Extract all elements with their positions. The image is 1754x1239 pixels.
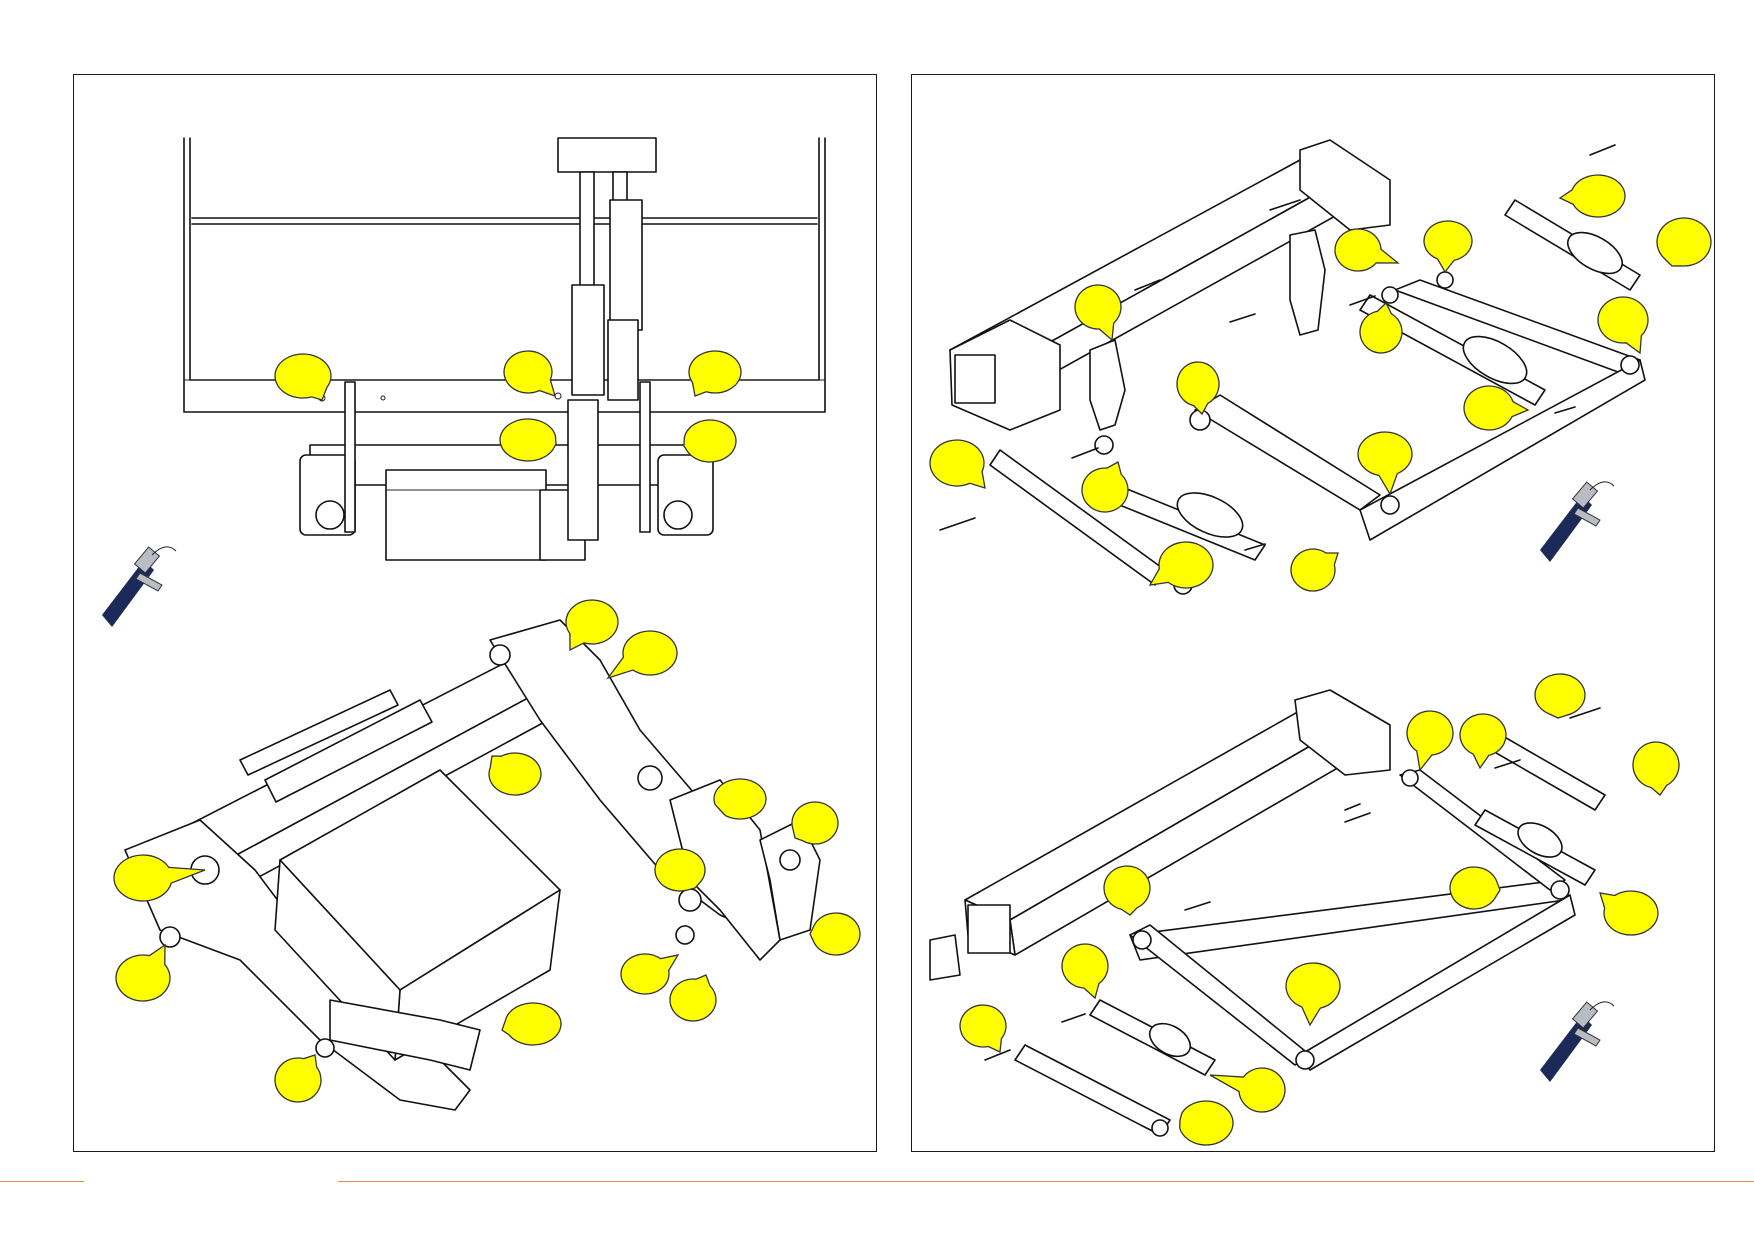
callout-bubble: [1423, 220, 1473, 274]
callout-bubble: [274, 1054, 322, 1103]
callout-bubble: [654, 848, 706, 892]
callout-bubble: [1406, 710, 1454, 772]
callout-bubble: [1632, 741, 1680, 796]
callout-bubble: [1558, 174, 1626, 218]
callout-bubble: [115, 943, 171, 1002]
callout-bubble: [1103, 865, 1151, 916]
exploded-view-upper: [939, 139, 1646, 595]
callout-bubble: [1449, 866, 1501, 910]
front-view-loader-frame: [183, 137, 826, 561]
callout-bubble: [1599, 890, 1659, 936]
callout-bubble: [606, 630, 678, 680]
callout-bubble: [1176, 361, 1220, 416]
callout-bubble: [1209, 1067, 1286, 1113]
callout-bubble: [620, 953, 680, 995]
callout-bubble: [1179, 1100, 1234, 1146]
callout-bubble: [1334, 228, 1400, 272]
footer-rule-left: [0, 1181, 84, 1182]
callout-bubble: [669, 974, 717, 1022]
grease-gun-icon: [1540, 1001, 1615, 1082]
callout-bubble: [959, 1004, 1007, 1053]
callout-bubble: [565, 599, 619, 652]
grease-gun-icon: [102, 546, 177, 627]
callout-bubble: [503, 350, 556, 398]
callout-bubble: [1463, 385, 1530, 431]
callout-bubble: [1290, 548, 1339, 592]
callout-bubble: [501, 1002, 562, 1046]
callout-bubble: [1061, 943, 1109, 1000]
callout-bubble: [1534, 673, 1586, 719]
exploded-view-lower: [929, 689, 1606, 1137]
footer-rule-right: [338, 1181, 1754, 1182]
callout-bubble: [809, 912, 861, 956]
callout-bubble: [1285, 962, 1341, 1027]
callout-bubble: [713, 778, 767, 820]
callout-bubble: [683, 419, 737, 463]
grease-gun-icon: [1540, 481, 1615, 562]
callout-bubble: [1081, 461, 1129, 513]
callout-bubble: [929, 439, 986, 489]
callout-bubble: [791, 801, 839, 845]
callout-bubble: [1656, 217, 1712, 267]
callout-bubble: [1074, 284, 1122, 342]
callout-bubble: [1459, 713, 1507, 770]
callout-bubble: [488, 752, 542, 796]
isometric-view-loader-linkage: [124, 619, 821, 1111]
left-diagram-panel: [73, 74, 877, 1152]
callout-bubble: [1148, 541, 1214, 589]
callout-bubble: [1357, 431, 1413, 496]
callout-bubble: [113, 854, 206, 902]
callout-bubble: [1359, 301, 1403, 354]
callout-bubble: [1597, 296, 1649, 355]
callout-bubble: [688, 350, 742, 397]
callout-layer: [113, 174, 1712, 1146]
callout-bubble: [274, 353, 332, 401]
callout-bubble: [499, 418, 557, 462]
